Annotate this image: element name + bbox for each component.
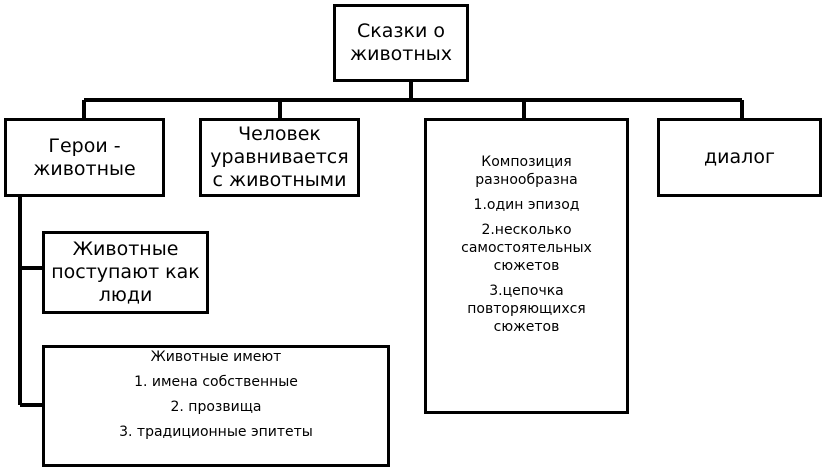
composition-item-2-line3: сюжетов	[493, 258, 560, 274]
animals-have-item-2: 2. прозвища	[170, 399, 262, 415]
animals-have-item-1: 1. имена собственные	[134, 374, 298, 390]
composition-item-2-line1: 2.несколько	[481, 222, 572, 238]
human-label-line3: с животными	[212, 169, 347, 191]
composition-title-line1: Композиция	[481, 154, 572, 170]
composition-item-3-line2: повторяющихся	[467, 301, 586, 317]
dialog-label: диалог	[704, 146, 775, 168]
human-node: Человек уравнивается с животными	[199, 118, 360, 197]
dialog-node: диалог	[657, 118, 822, 197]
animals-have-title: Животные имеют	[150, 349, 282, 365]
root-label-line1: Сказки о	[357, 20, 445, 42]
animals-have-node: Животные имеют 1. имена собственные 2. п…	[42, 345, 390, 467]
heroes-label-line2: животные	[33, 157, 136, 180]
animals-act-line3: люди	[98, 284, 153, 306]
animals-have-item-3: 3. традиционные эпитеты	[119, 424, 313, 440]
composition-node: Композиция разнообразна 1.один эпизод 2.…	[424, 118, 629, 414]
heroes-label-line1: Герои -	[48, 134, 121, 157]
animals-act-line1: Животные	[72, 238, 179, 260]
composition-title-line2: разнообразна	[475, 172, 578, 188]
composition-item-3-line1: 3.цепочка	[489, 283, 564, 299]
animals-act-line2: поступают как	[51, 261, 200, 283]
heroes-node: Герои - животные	[4, 118, 165, 197]
human-label-line2: уравнивается	[210, 146, 349, 168]
composition-item-2-line2: самостоятельных	[461, 240, 592, 256]
composition-item-3-line3: сюжетов	[493, 319, 560, 335]
animals-act-node: Животные поступают как люди	[42, 231, 209, 314]
composition-item-1: 1.один эпизод	[473, 197, 580, 213]
root-node: Сказки о животных	[333, 4, 469, 82]
human-label-line1: Человек	[238, 123, 321, 145]
root-label-line2: животных	[349, 43, 453, 65]
